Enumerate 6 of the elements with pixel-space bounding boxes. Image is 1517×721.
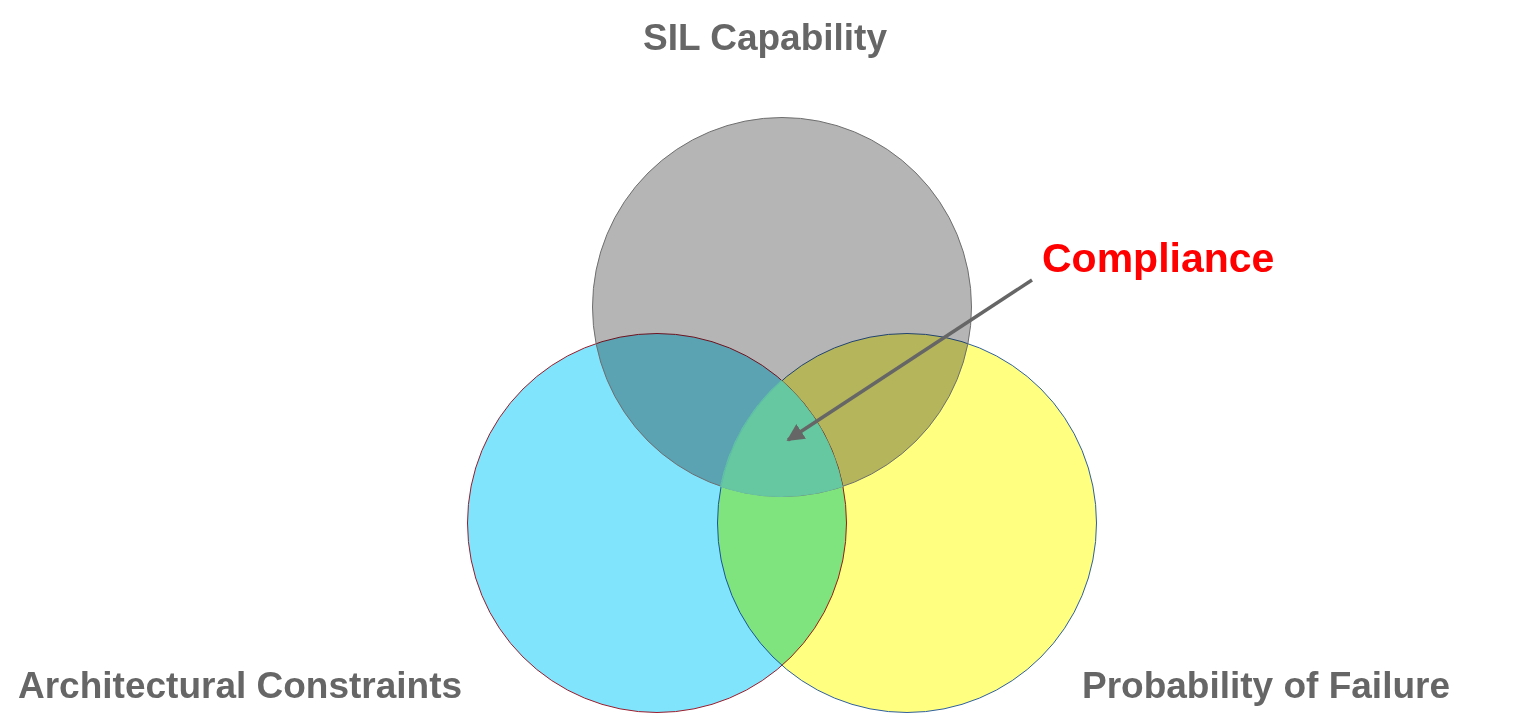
circle-label: Architectural Constraints bbox=[18, 667, 463, 704]
callout-label: Compliance bbox=[1032, 238, 1275, 279]
leader-arrow bbox=[786, 278, 1033, 442]
circle-label: Probability of Failure bbox=[1082, 667, 1450, 704]
circle-label: SIL Capability bbox=[643, 19, 887, 56]
intersection-region bbox=[720, 379, 844, 497]
